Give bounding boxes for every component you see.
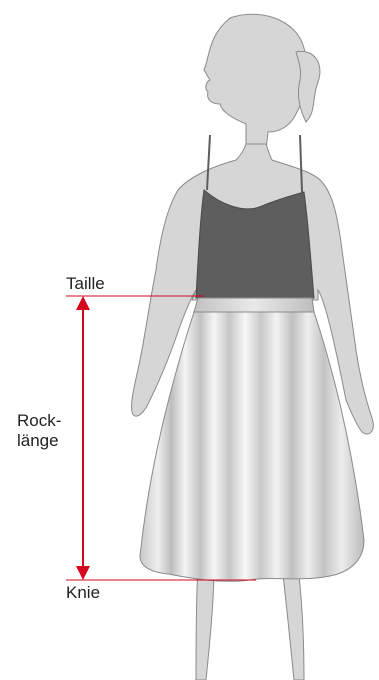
ponytail (296, 51, 320, 122)
legs (196, 566, 304, 680)
waist-label: Taille (66, 274, 105, 294)
skirt-length-label-line2: länge (17, 431, 61, 451)
arrow-up-icon (76, 296, 90, 310)
skirt-length-label: Rock- länge (17, 411, 61, 451)
head (204, 14, 307, 150)
arrow-down-icon (76, 566, 90, 580)
knee-label: Knie (66, 583, 100, 603)
skirt-length-label-line1: Rock- (17, 411, 61, 431)
